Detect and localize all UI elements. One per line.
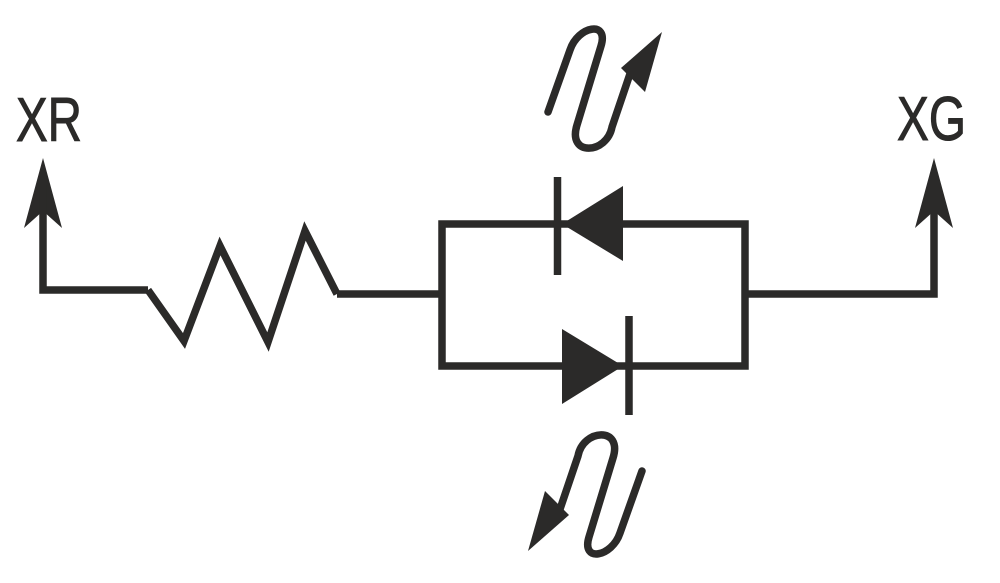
parallel-branch-box — [438, 220, 749, 370]
up-arrow-icon — [915, 158, 953, 228]
terminal-label-xr: XR — [16, 86, 82, 155]
diode-pointing-right-icon — [562, 316, 633, 415]
diode-triangle — [562, 329, 623, 404]
wire-box-to-xg — [745, 190, 938, 298]
terminal-label-xg: XG — [897, 85, 966, 154]
diode-pointing-left-icon — [553, 177, 623, 275]
zigzag-resistor-icon — [144, 221, 341, 352]
squiggle-body — [544, 25, 637, 152]
squiggle-arrowhead — [621, 32, 662, 92]
schematic: XR — [16, 25, 967, 558]
squiggle-arrowhead — [528, 491, 569, 551]
squiggle-arrow-down-left-icon — [528, 431, 646, 558]
squiggle-body — [553, 431, 646, 558]
squiggle-arrow-up-right-icon — [544, 25, 662, 152]
diode-triangle — [562, 186, 623, 261]
wire-left — [39, 185, 148, 294]
